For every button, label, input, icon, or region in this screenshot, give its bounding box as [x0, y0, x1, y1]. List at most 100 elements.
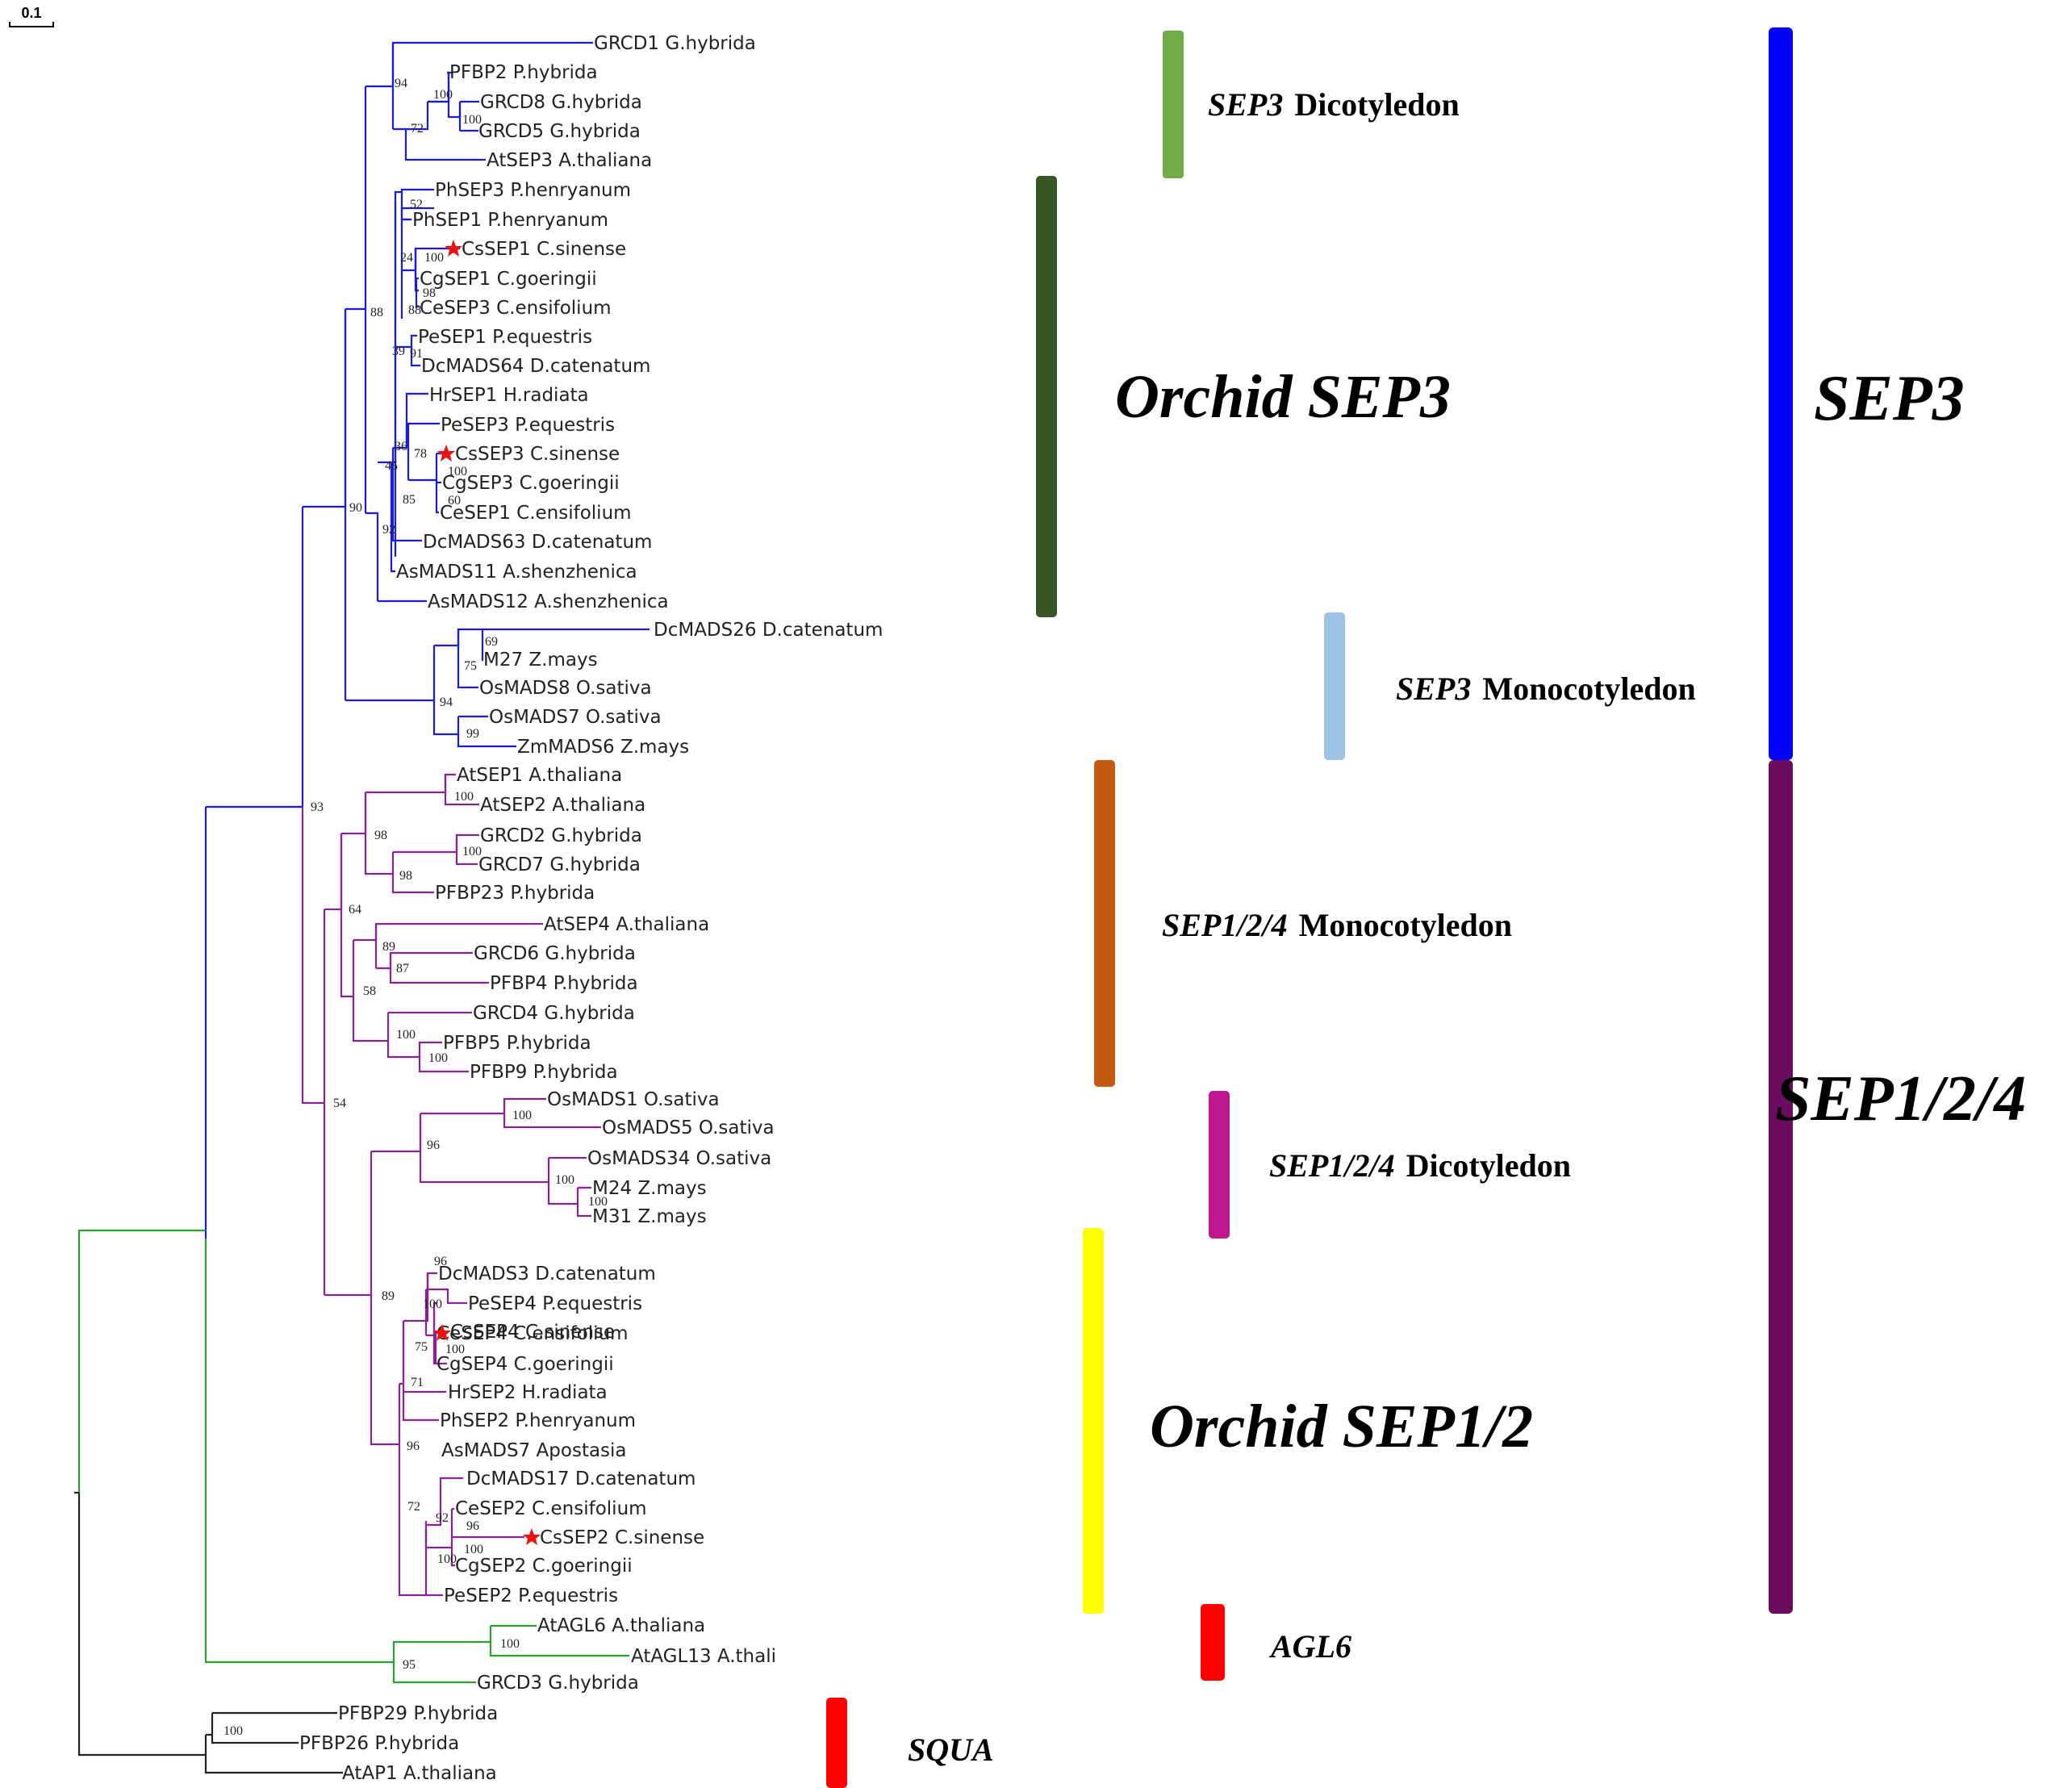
leaf-label: GRCD1 G.hybrida	[594, 33, 756, 54]
leaf-label: PeSEP2 P.equestris	[444, 1585, 618, 1606]
bootstrap-value: 100	[396, 1028, 416, 1042]
bootstrap-value: 99	[466, 727, 479, 741]
squa-branches	[74, 1491, 343, 1774]
bootstrap-value: 100	[464, 1543, 483, 1556]
clade-bar-sep3-dicot	[1163, 31, 1184, 178]
leaf-label: OsMADS34 O.sativa	[587, 1148, 771, 1169]
clade-bar-sep124-dicot	[1209, 1091, 1230, 1239]
bootstrap-value: 95	[403, 1658, 416, 1672]
bootstrap-value: 94	[440, 696, 453, 709]
leaf-label: M24 Z.mays	[592, 1178, 707, 1199]
bootstrap-value: 60	[448, 494, 461, 508]
leaf-label: DcMADS26 D.catenatum	[654, 620, 883, 641]
leaf-label: DcMADS63 D.catenatum	[423, 532, 652, 553]
bootstrap-value: 88	[370, 306, 383, 320]
leaf-label: CeSEP3 C.ensifolium	[420, 298, 612, 319]
clade-bars	[826, 27, 1793, 1788]
leaf-label: AsMADS12 A.shenzhenica	[428, 591, 669, 612]
leaf-label: PFBP2 P.hybrida	[449, 62, 598, 83]
leaf-label: CeSEP4 C.ensifolium	[437, 1323, 629, 1344]
bootstrap-value: 96	[466, 1519, 479, 1533]
bootstrap-value: 36	[395, 440, 407, 453]
leaf-label: CeSEP1 C.ensifolium	[440, 503, 632, 524]
leaf-label: PFBP9 P.hybrida	[470, 1062, 618, 1083]
leaf-label: CgSEP3 C.goeringii	[442, 473, 620, 494]
leaf-label: PFBP5 P.hybrida	[443, 1033, 591, 1054]
bootstrap-value: 100	[433, 88, 453, 102]
leaf-label: CsSEP3 C.sinense	[455, 444, 620, 465]
bootstrap-value: 96	[427, 1138, 440, 1152]
leaf-label: PeSEP1 P.equestris	[418, 327, 592, 348]
bootstrap-value: 71	[411, 1376, 424, 1389]
sep124-branches	[301, 773, 601, 1597]
leaf-label: AtSEP2 A.thaliana	[480, 795, 645, 816]
leaf-label: CsSEP4 C.sinense	[450, 1322, 615, 1343]
bootstrap-value: 100	[423, 1297, 442, 1311]
bootstrap-value: 100	[454, 790, 474, 804]
bootstrap-value: 92	[382, 523, 395, 537]
bootstrap-value: 98	[399, 869, 412, 883]
leaf-label: PeSEP3 P.equestris	[441, 415, 615, 436]
leaf-label: M31 Z.mays	[592, 1206, 707, 1227]
clade-label-squa: SQUA	[908, 1732, 994, 1768]
bootstrap-values: 94 100 72 100 52 24 100 98 88 88 39 91 3…	[223, 77, 608, 1738]
clade-label-sep3: SEP3	[1814, 363, 1965, 434]
bootstrap-value: 88	[408, 303, 421, 317]
leaf-label: AtSEP4 A.thaliana	[544, 914, 709, 935]
leaf-label: PFBP26 P.hybrida	[299, 1733, 459, 1754]
leaf-label: AsMADS7 Apostasia	[441, 1440, 627, 1461]
leaf-label: PFBP29 P.hybrida	[338, 1703, 498, 1724]
leaf-label: PhSEP1 P.henryanum	[412, 210, 608, 231]
sep3-branches	[204, 41, 650, 1239]
bootstrap-value: 87	[396, 962, 409, 975]
leaf-label: GRCD8 G.hybrida	[480, 92, 642, 113]
bootstrap-value: 45	[385, 459, 398, 473]
star-icon	[445, 240, 462, 257]
leaf-label: ZmMADS6 Z.mays	[517, 737, 689, 758]
leaf-label: CsSEP2 C.sinense	[540, 1527, 704, 1548]
star-icon	[437, 445, 455, 462]
leaf-label: OsMADS7 O.sativa	[489, 707, 662, 728]
leaf-labels: GRCD1 G.hybrida PFBP2 P.hybrida GRCD8 G.…	[299, 33, 883, 1784]
bootstrap-value: 100	[448, 465, 467, 478]
bootstrap-value: 75	[464, 659, 477, 673]
bootstrap-value: 100	[512, 1109, 532, 1122]
bootstrap-value: 100	[424, 251, 444, 265]
leaf-label: PeSEP4 P.equestris	[468, 1293, 642, 1314]
bootstrap-value: 72	[411, 122, 424, 136]
clade-label-orchid-sep3: Orchid SEP3	[1115, 363, 1451, 431]
leaf-label: OsMADS8 O.sativa	[479, 678, 652, 699]
leaf-label: HrSEP2 H.radiata	[448, 1382, 608, 1403]
bootstrap-value: 64	[349, 903, 361, 917]
bootstrap-value: 52	[410, 198, 423, 211]
bootstrap-value: 58	[363, 984, 376, 998]
clade-bar-sep124	[1769, 760, 1793, 1614]
bootstrap-value: 98	[423, 286, 436, 300]
leaf-label: PFBP23 P.hybrida	[435, 883, 595, 904]
leaf-label: DcMADS64 D.catenatum	[421, 356, 650, 377]
bootstrap-value: 85	[403, 493, 416, 507]
bootstrap-value: 100	[437, 1552, 457, 1566]
star-icon	[433, 1324, 451, 1341]
bootstrap-value: 92	[436, 1511, 449, 1525]
star-icon	[523, 1528, 541, 1545]
scale-bar: 0.1	[9, 5, 54, 27]
bootstrap-value: 100	[428, 1051, 448, 1065]
leaf-label: M27 Z.mays	[483, 650, 598, 670]
leaf-label: CgSEP1 C.goeringii	[420, 269, 597, 290]
clade-bar-sep124-mono	[1094, 760, 1115, 1087]
bootstrap-value: 72	[407, 1500, 420, 1514]
leaf-label: AtAP1 A.thaliana	[342, 1763, 497, 1784]
leaf-label: GRCD4 G.hybrida	[473, 1003, 635, 1024]
bootstrap-value: 89	[382, 1289, 395, 1303]
clade-bar-agl6	[1201, 1604, 1225, 1681]
leaf-label: AtSEP3 A.thaliana	[487, 150, 652, 171]
leaf-label: AtAGL13 A.thali	[631, 1646, 776, 1667]
bootstrap-value: 98	[374, 829, 387, 842]
leaf-label: HrSEP1 H.radiata	[429, 385, 589, 406]
